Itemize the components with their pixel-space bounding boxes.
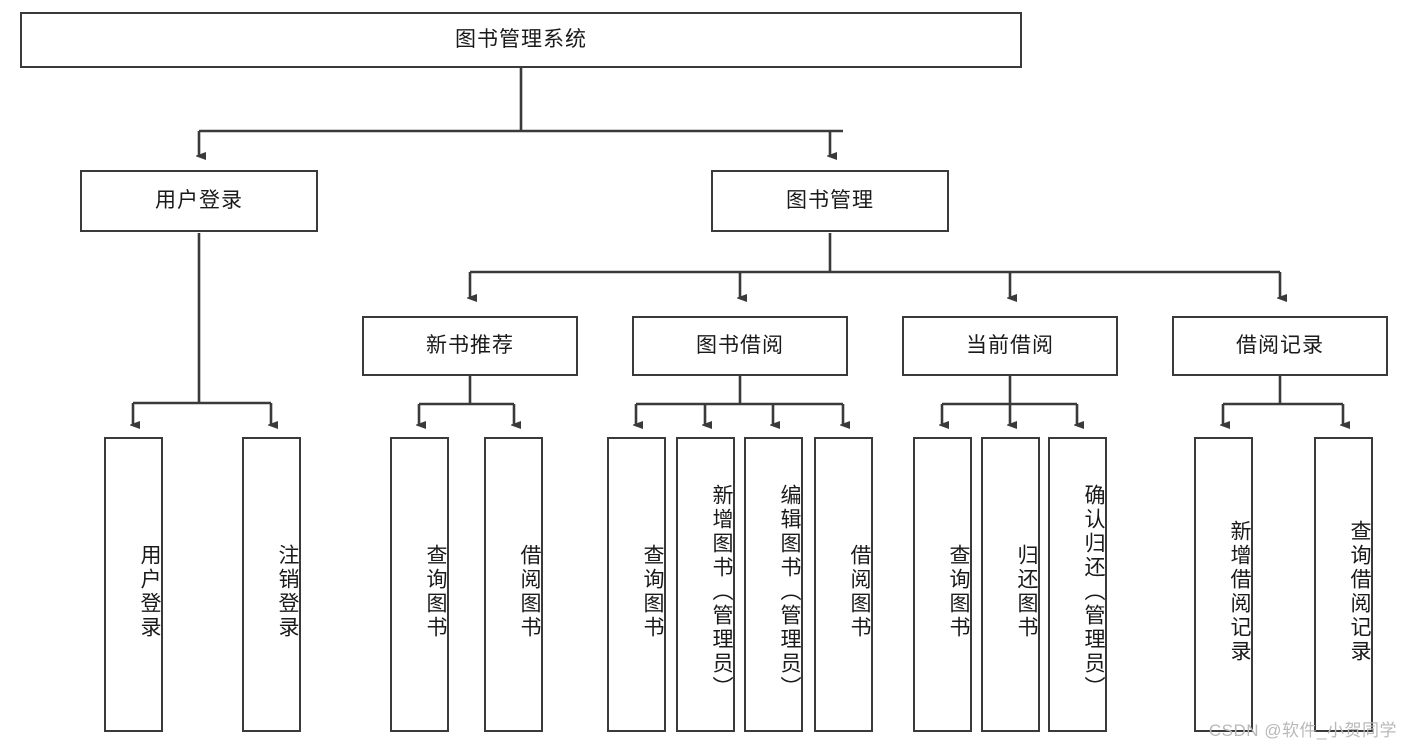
node-user-login-label: 用户登录 [155, 189, 243, 213]
node-book-borrow-label: 图书借阅 [696, 334, 784, 358]
leaf-query-book-3[interactable]: 查询图书 [913, 437, 972, 732]
leaf-add-record-label: 新增借阅记录 [1228, 519, 1251, 664]
node-borrow-record[interactable]: 借阅记录 [1172, 316, 1388, 376]
leaf-query-book-2[interactable]: 查询图书 [607, 437, 666, 732]
node-current-borrow-label: 当前借阅 [966, 334, 1054, 358]
leaf-borrow-book-2-label: 借阅图书 [848, 543, 871, 640]
leaf-add-book[interactable]: 新增图书（管理员） [676, 437, 735, 732]
node-new-book-rec-label: 新书推荐 [426, 334, 514, 358]
node-borrow-record-label: 借阅记录 [1236, 334, 1324, 358]
leaf-user-logout[interactable]: 注销登录 [242, 437, 301, 732]
node-book-borrow[interactable]: 图书借阅 [632, 316, 848, 376]
leaf-query-record-label: 查询借阅记录 [1348, 519, 1371, 664]
leaf-add-book-label: 新增图书（管理员） [710, 483, 733, 700]
node-book-manage[interactable]: 图书管理 [711, 170, 949, 232]
leaf-confirm-return[interactable]: 确认归还（管理员） [1048, 437, 1107, 732]
leaf-query-book-3-label: 查询图书 [947, 543, 970, 640]
leaf-return-book-label: 归还图书 [1015, 543, 1038, 640]
leaf-user-login[interactable]: 用户登录 [104, 437, 163, 732]
leaf-edit-book[interactable]: 编辑图书（管理员） [744, 437, 803, 732]
leaf-query-book-1-label: 查询图书 [424, 543, 447, 640]
node-current-borrow[interactable]: 当前借阅 [902, 316, 1118, 376]
node-user-login[interactable]: 用户登录 [80, 170, 318, 232]
node-root[interactable]: 图书管理系统 [20, 12, 1022, 68]
leaf-query-book-1[interactable]: 查询图书 [390, 437, 449, 732]
leaf-edit-book-label: 编辑图书（管理员） [778, 483, 801, 700]
node-new-book-rec[interactable]: 新书推荐 [362, 316, 578, 376]
leaf-user-logout-label: 注销登录 [276, 543, 299, 640]
leaf-return-book[interactable]: 归还图书 [981, 437, 1040, 732]
node-root-label: 图书管理系统 [455, 28, 587, 52]
leaf-query-record[interactable]: 查询借阅记录 [1314, 437, 1373, 732]
node-book-manage-label: 图书管理 [786, 189, 874, 213]
leaf-borrow-book-1-label: 借阅图书 [518, 543, 541, 640]
leaf-borrow-book-2[interactable]: 借阅图书 [814, 437, 873, 732]
leaf-add-record[interactable]: 新增借阅记录 [1194, 437, 1253, 732]
leaf-confirm-return-label: 确认归还（管理员） [1082, 483, 1105, 700]
leaf-borrow-book-1[interactable]: 借阅图书 [484, 437, 543, 732]
leaf-query-book-2-label: 查询图书 [641, 543, 664, 640]
leaf-user-login-label: 用户登录 [138, 543, 161, 640]
watermark: CSDN @软件_小贺同学 [1208, 721, 1397, 740]
